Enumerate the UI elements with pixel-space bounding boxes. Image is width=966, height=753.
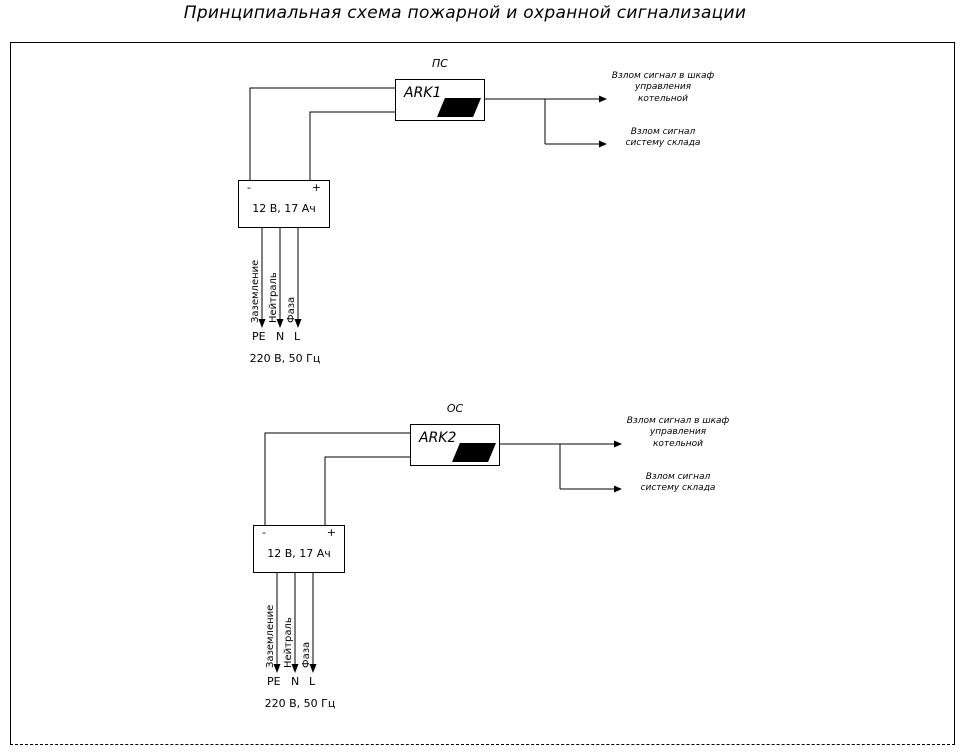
output-line: Взлом сигнал в шкаф <box>626 416 730 426</box>
terminal-label-l: L <box>294 330 301 343</box>
output-signal-text: Взлом сигнал в шкаф управления котельной <box>623 416 733 450</box>
terminal-label-n: N <box>291 675 300 688</box>
control-panel-box: ARK1 <box>395 79 485 121</box>
output-line: Взлом сигнал в шкаф <box>611 71 715 81</box>
battery-capacity: 12 В, 17 Ач <box>252 202 316 215</box>
output-signal-text: Взлом сигнал в шкаф управления котельной <box>608 71 718 105</box>
fire-alarm-circuit: ПС ARK1 Взлом сигнал в шкаф управления к… <box>0 55 740 385</box>
wire-label-ground: Заземление <box>250 259 261 323</box>
wire-lines <box>249 87 599 321</box>
device-label: ARK2 <box>419 430 457 446</box>
battery-minus-terminal: - <box>247 181 251 194</box>
security-alarm-circuit: ОС ARK2 Взлом сигнал в шкаф управления к… <box>15 400 755 730</box>
wire-label-ground: Заземление <box>265 604 276 668</box>
battery-minus-terminal: - <box>262 526 266 539</box>
battery-box: - + 12 В, 17 Ач <box>238 180 330 228</box>
device-indicator <box>437 98 481 117</box>
output-line: Взлом сигнал <box>630 127 696 137</box>
arrowhead-icon <box>273 440 622 673</box>
output-signal-text: Взлом сигнал систему склада <box>608 127 718 150</box>
diagram-title: Принципиальная схема пожарной и охранной… <box>183 3 747 23</box>
wiring-svg <box>264 432 622 673</box>
wiring-svg <box>249 87 607 328</box>
output-line: систему склада <box>625 138 701 149</box>
output-line: котельной <box>637 93 689 104</box>
output-signal-text: Взлом сигнал систему склада <box>623 472 733 495</box>
wire-label-phase: Фаза <box>286 296 297 323</box>
wire-label-neutral: Нейтраль <box>268 272 279 323</box>
output-line: управления <box>649 427 707 438</box>
device-indicator <box>452 443 496 462</box>
output-line: Взлом сигнал <box>645 472 711 482</box>
battery-box: - + 12 В, 17 Ач <box>253 525 345 573</box>
power-supply-label: 220 В, 50 Гц <box>249 352 321 365</box>
power-supply-label: 220 В, 50 Гц <box>264 697 336 710</box>
device-label: ARK1 <box>404 85 442 101</box>
system-label: ПС <box>432 57 448 70</box>
system-label: ОС <box>446 402 464 415</box>
wire-label-phase: Фаза <box>301 641 312 668</box>
output-line: систему склада <box>640 483 716 494</box>
wire-lines <box>264 432 614 666</box>
battery-plus-terminal: + <box>311 181 321 194</box>
battery-capacity: 12 В, 17 Ач <box>267 547 331 560</box>
battery-plus-terminal: + <box>326 526 336 539</box>
wire-label-neutral: Нейтраль <box>283 617 294 668</box>
terminal-label-pe: PE <box>252 330 266 343</box>
arrowhead-icon <box>258 95 607 328</box>
terminal-label-n: N <box>276 330 285 343</box>
output-line: котельной <box>652 438 704 449</box>
terminal-label-l: L <box>309 675 316 688</box>
control-panel-box: ARK2 <box>410 424 500 466</box>
diagram-frame <box>10 42 955 745</box>
terminal-label-pe: PE <box>267 675 281 688</box>
output-line: управления <box>634 82 692 93</box>
